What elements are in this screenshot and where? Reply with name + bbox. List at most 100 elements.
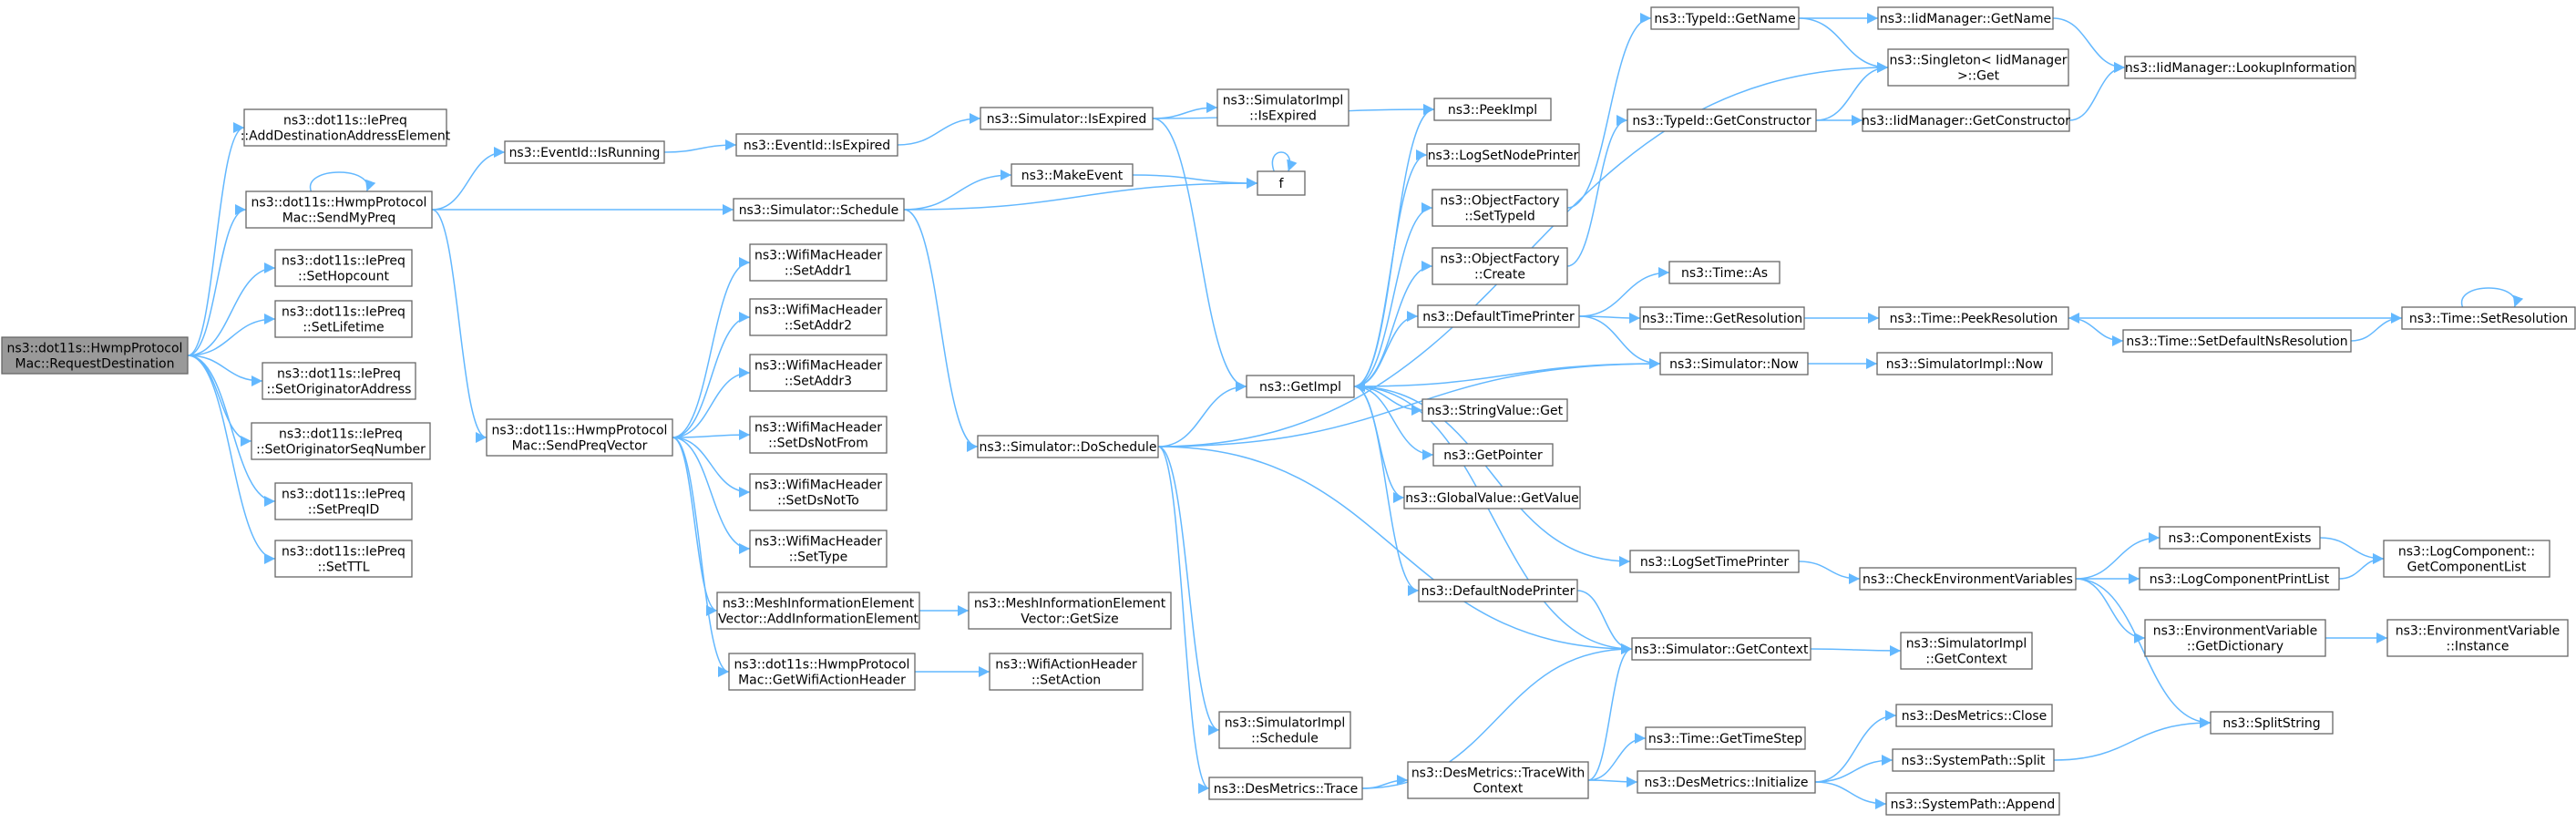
node-sysPathAppend[interactable]: ns3::SystemPath::Append [1885,792,2060,816]
node-setAction[interactable]: ns3::WifiActionHeader::SetAction [989,653,1144,691]
node-simDoSchedule[interactable]: ns3::Simulator::DoSchedule [977,435,1159,458]
node-sysPathSplit[interactable]: ns3::SystemPath::Split [1892,748,2055,772]
node-componentExists[interactable]: ns3::ComponentExists [2159,526,2321,550]
node-objFactCreate[interactable]: ns3::ObjectFactory::Create [1432,247,1568,285]
node-root[interactable]: ns3::dot11s::HwmpProtocolMac::RequestDes… [1,336,189,375]
node-globalValueGet[interactable]: ns3::GlobalValue::GetValue [1403,486,1581,509]
node-makeEvent[interactable]: ns3::MakeEvent [1011,163,1134,187]
node-simSchedule[interactable]: ns3::Simulator::Schedule [733,198,905,221]
node-stringValueGet[interactable]: ns3::StringValue::Get [1421,398,1568,422]
node-box [1421,398,1568,422]
node-timeSetResolution[interactable]: ns3::Time::SetResolution [2401,306,2576,330]
node-simIsExpired[interactable]: ns3::Simulator::IsExpired [980,107,1154,130]
node-meshAddInfo[interactable]: ns3::MeshInformationElementVector::AddIn… [716,592,920,630]
node-box [1011,163,1134,187]
edge-line [1814,755,1894,783]
node-timeGetResolution[interactable]: ns3::Time::GetResolution [1639,306,1805,330]
node-setDsNotTo[interactable]: ns3::WifiMacHeader::SetDsNotTo [749,473,888,511]
node-label: ::IsExpired [1249,109,1317,124]
node-logCompGetList[interactable]: ns3::LogComponent::GetComponentList [2383,540,2550,578]
node-iidLookup[interactable]: ns3::IidManager::LookupInformation [2124,56,2356,79]
edge-root-to-setHopcount [187,262,276,356]
node-logSetTimePrinter[interactable]: ns3::LogSetTimePrinter [1629,550,1800,573]
edge-sendPreqVector-to-getWifiAction [672,437,730,677]
node-setAddr1[interactable]: ns3::WifiMacHeader::SetAddr1 [749,243,888,282]
node-setOrigAddr[interactable]: ns3::dot11s::IePreq::SetOriginatorAddres… [262,362,416,400]
node-setDsNotFrom[interactable]: ns3::WifiMacHeader::SetDsNotFrom [749,416,888,454]
node-setAddr3[interactable]: ns3::WifiMacHeader::SetAddr3 [749,354,888,392]
node-logCompPrintList[interactable]: ns3::LogComponentPrintList [2139,567,2340,591]
node-desInitialize[interactable]: ns3::DesMetrics::Initialize [1637,770,1816,794]
node-setAddr2[interactable]: ns3::WifiMacHeader::SetAddr2 [749,298,888,336]
node-defaultTimePrinter[interactable]: ns3::DefaultTimePrinter [1417,304,1580,328]
edge-defaultNodePrinter-to-simGetContext [1576,590,1633,654]
edge-line [1815,62,1889,121]
node-logSetNodePrinter[interactable]: ns3::LogSetNodePrinter [1426,143,1580,167]
node-simImplGetContext[interactable]: ns3::SimulatorImpl::GetContext [1900,632,2033,670]
node-box [749,473,888,511]
node-setLifetime[interactable]: ns3::dot11s::IePreq::SetLifetime [274,300,413,338]
edge-sendMyPreq-to-sendPreqVector [431,209,487,443]
edge-getImpl-to-getPointer [1353,386,1434,460]
node-desClose[interactable]: ns3::DesMetrics::Close [1895,704,2053,727]
node-getPointer[interactable]: ns3::GetPointer [1432,443,1554,467]
node-setTtl[interactable]: ns3::dot11s::IePreq::SetTTL [274,540,413,578]
edge-defaultTimePrinter-to-timeAs [1578,267,1670,317]
edge-line [1353,386,1631,567]
node-desTrace[interactable]: ns3::DesMetrics::Trace [1208,777,1363,800]
node-defaultNodePrinter[interactable]: ns3::DefaultNodePrinter [1418,579,1578,602]
node-timeAs[interactable]: ns3::Time::As [1668,261,1781,284]
node-setHopcount[interactable]: ns3::dot11s::IePreq::SetHopcount [274,249,413,287]
edge-sendPreqVector-to-setAddr2 [672,312,751,438]
node-label: ns3::dot11s::IePreq [282,545,405,560]
node-iidGetCtor[interactable]: ns3::IidManager::GetConstructor [1862,108,2070,132]
edge-line [1566,13,1652,209]
node-label: ns3::LogComponentPrintList [2150,572,2330,587]
node-getImpl[interactable]: ns3::GetImpl [1246,375,1355,398]
edge-getImpl-to-defaultNodePrinter [1353,386,1420,596]
node-iidGetName[interactable]: ns3::IidManager::GetName [1877,6,2054,30]
node-f[interactable]: f [1257,170,1306,196]
node-splitString[interactable]: ns3::SplitString [2210,711,2334,735]
edge-line [1810,644,1902,656]
node-box [749,354,888,392]
node-eventIsExpired[interactable]: ns3::EventId::IsExpired [735,133,898,157]
node-objFactSetTypeId[interactable]: ns3::ObjectFactory::SetTypeId [1432,189,1568,227]
node-typeIdGetCtor[interactable]: ns3::TypeId::GetConstructor [1627,108,1817,132]
node-label: ns3::WifiActionHeader [995,658,1137,673]
node-box [2383,540,2550,578]
node-peekImpl[interactable]: ns3::PeekImpl [1433,98,1552,121]
node-sendPreqVector[interactable]: ns3::dot11s::HwmpProtocolMac::SendPreqVe… [486,418,673,457]
node-simImplNow[interactable]: ns3::SimulatorImpl::Now [1876,352,2053,375]
node-typeIdGetName[interactable]: ns3::TypeId::GetName [1650,6,1800,30]
node-label: ns3::DefaultTimePrinter [1422,310,1575,324]
node-setPreqId[interactable]: ns3::dot11s::IePreq::SetPreqID [274,482,413,520]
node-box [1418,579,1578,602]
edge-line [2460,287,2524,308]
node-setType[interactable]: ns3::WifiMacHeader::SetType [749,530,888,568]
node-simImplIsExpired[interactable]: ns3::SimulatorImpl::IsExpired [1216,88,1350,127]
node-simImplSchedule[interactable]: ns3::SimulatorImpl::Schedule [1218,711,1351,749]
edge-line [187,314,276,356]
node-timePeekResolution[interactable]: ns3::Time::PeekResolution [1878,306,2069,330]
edge-checkEnvVars-to-envVarGetDict [2075,578,2146,643]
node-envVarGetDict[interactable]: ns3::EnvironmentVariable::GetDictionary [2144,619,2326,657]
node-envVarInstance[interactable]: ns3::EnvironmentVariable::Instance [2386,619,2569,657]
node-singletonGet[interactable]: ns3::Singleton< IidManager >::Get [1887,48,2069,87]
node-checkEnvVars[interactable]: ns3::CheckEnvironmentVariables [1859,567,2077,591]
node-simNow[interactable]: ns3::Simulator::Now [1659,352,1809,375]
node-meshGetSize[interactable]: ns3::MeshInformationElementVector::GetSi… [968,592,1172,630]
node-label: ns3::IidManager::LookupInformation [2125,61,2355,76]
node-timeSetDefaultNs[interactable]: ns3::Time::SetDefaultNsResolution [2122,329,2352,353]
node-box [243,108,447,147]
node-simGetContext[interactable]: ns3::Simulator::GetContext [1631,637,1811,661]
node-eventIsRunning[interactable]: ns3::EventId::IsRunning [504,140,665,164]
node-addDest[interactable]: ns3::dot11s::IePreq::AddDestinationAddre… [241,108,451,147]
node-timeGetTimeStep[interactable]: ns3::Time::GetTimeStep [1645,726,1806,750]
node-box [1433,98,1552,121]
node-getWifiAction[interactable]: ns3::dot11s::HwmpProtocolMac::GetWifiAct… [728,653,916,691]
node-setOrigSeq[interactable]: ns3::dot11s::IePreq::SetOriginatorSeqNum… [251,422,431,460]
node-box [749,416,888,454]
